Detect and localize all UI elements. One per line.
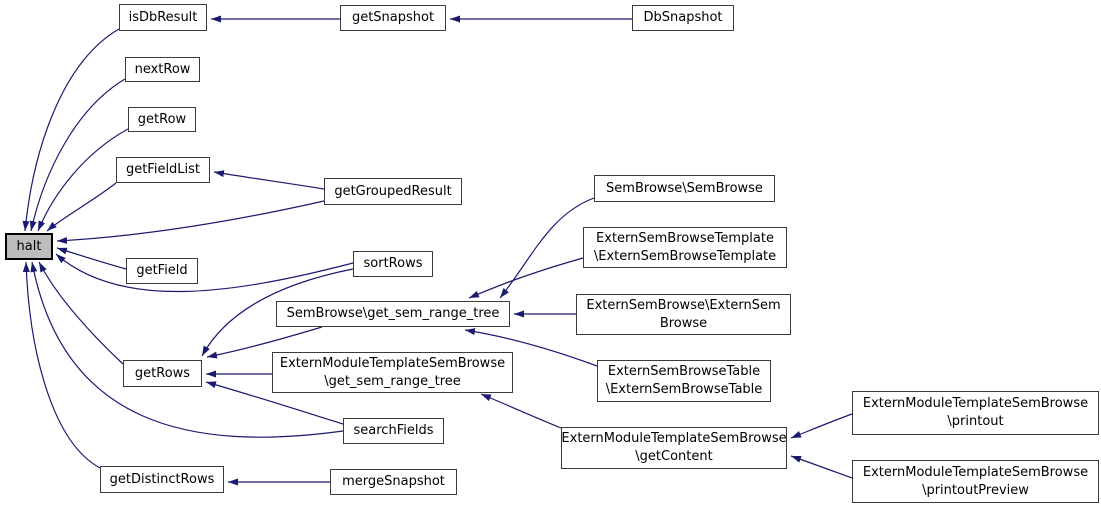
- edge-semGetTree-getRows: [206, 326, 323, 359]
- edge-nextRow-halt: [29, 78, 126, 232]
- graph-node-printout[interactable]: ExternModuleTemplateSemBrowse \printout: [852, 391, 1099, 435]
- graph-node-label: getRows: [134, 365, 191, 381]
- edge-isDbResult-halt: [22, 28, 120, 232]
- graph-node-label: isDbResult: [128, 9, 198, 25]
- graph-node-label: \printoutPreview: [922, 482, 1029, 498]
- graph-node-label: nextRow: [134, 61, 191, 77]
- edge-getField-halt: [56, 247, 127, 270]
- graph-node-label: getFieldList: [125, 162, 201, 177]
- graph-node-isDbResult[interactable]: isDbResult: [119, 4, 207, 31]
- graph-node-DbSnapshot[interactable]: DbSnapshot: [632, 5, 734, 31]
- edge-searchFields-getRows: [205, 381, 344, 425]
- edge-semBrowseCtor-semGetTree: [499, 197, 595, 299]
- graph-node-label: SemBrowse\get_sem_range_tree: [286, 306, 500, 321]
- graph-node-label: getSnapshot: [351, 10, 435, 25]
- edge-extSemTplCtor-semGetTree: [468, 257, 584, 299]
- edge-extSemTableCtor-semGetTree: [464, 328, 598, 367]
- graph-node-extGetTree[interactable]: ExternModuleTemplateSemBrowse \get_sem_ra…: [272, 352, 513, 393]
- graph-node-label: searchFields: [353, 423, 434, 438]
- graph-node-mergeSnapshot[interactable]: mergeSnapshot: [330, 469, 457, 495]
- graph-node-label: mergeSnapshot: [342, 474, 445, 489]
- graph-node-label: \get_sem_range_tree: [324, 373, 461, 389]
- graph-node-extSemTableCtor[interactable]: ExternSemBrowseTable \ExternSemBrowseTabl…: [597, 360, 771, 402]
- graph-node-label: getGroupedResult: [334, 183, 452, 199]
- graph-node-label: SemBrowse\SemBrowse: [606, 180, 763, 196]
- graph-node-getFieldList[interactable]: getFieldList: [116, 157, 210, 183]
- edge-getGroupedResult-getFieldList: [213, 170, 325, 190]
- graph-node-label: \ExternSemBrowseTemplate: [593, 248, 777, 264]
- graph-node-getRows[interactable]: getRows: [123, 360, 202, 387]
- graph-node-label: DbSnapshot: [643, 10, 723, 25]
- graph-node-label: \printout: [947, 414, 1004, 429]
- edge-getDistinctRows-halt: [22, 261, 101, 469]
- graph-node-label: getDistinctRows: [109, 471, 215, 487]
- graph-node-label: Browse: [659, 315, 708, 331]
- graph-node-getSnapshot[interactable]: getSnapshot: [340, 5, 446, 31]
- edge-getGroupedResult-halt: [56, 200, 325, 244]
- graph-node-searchFields[interactable]: searchFields: [343, 418, 444, 444]
- edge-sortRows-halt: [55, 253, 354, 293]
- graph-node-nextRow[interactable]: nextRow: [125, 57, 200, 82]
- edge-printout-getContent: [790, 413, 853, 439]
- graph-node-halt: halt: [5, 233, 53, 260]
- graph-node-label: ExternModuleTemplateSemBrowse: [561, 431, 787, 446]
- graph-node-label: ExternModuleTemplateSemBrowse: [862, 464, 1089, 480]
- graph-node-getDistinctRows[interactable]: getDistinctRows: [100, 466, 224, 493]
- edge-getFieldList-halt: [46, 182, 117, 232]
- graph-node-label: ExternModuleTemplateSemBrowse: [862, 396, 1089, 411]
- graph-node-getGroupedResult[interactable]: getGroupedResult: [324, 178, 462, 205]
- edge-printoutPreview-getContent: [790, 455, 853, 479]
- graph-node-label: ExternSemBrowseTable: [607, 364, 761, 379]
- edge-searchFields-halt: [30, 261, 344, 438]
- graph-node-getField[interactable]: getField: [126, 258, 198, 284]
- graph-node-sortRows[interactable]: sortRows: [353, 251, 433, 277]
- graph-node-label: getRow: [137, 111, 187, 127]
- graph-node-extSemTplCtor[interactable]: ExternSemBrowseTemplate \ExternSemBrowseT…: [583, 227, 787, 268]
- graph-node-label: \getContent: [635, 449, 713, 464]
- graph-node-semGetTree[interactable]: SemBrowse\get_sem_range_tree: [276, 301, 510, 327]
- graph-node-label: ExternSemBrowse\ExternSem: [586, 297, 781, 313]
- graph-node-label: \ExternSemBrowseTable: [605, 382, 763, 397]
- graph-node-getRow[interactable]: getRow: [128, 107, 196, 132]
- graph-node-semBrowseCtor[interactable]: SemBrowse\SemBrowse: [594, 175, 775, 202]
- graph-node-printoutPreview[interactable]: ExternModuleTemplateSemBrowse \printoutPr…: [852, 460, 1099, 503]
- graph-node-label: ExternModuleTemplateSemBrowse: [279, 355, 506, 371]
- graph-node-label: sortRows: [363, 256, 423, 271]
- graph-node-getContent[interactable]: ExternModuleTemplateSemBrowse \getContent: [561, 427, 787, 469]
- graph-node-label: ExternSemBrowseTemplate: [596, 230, 774, 246]
- edge-sortRows-getRows: [201, 268, 354, 357]
- edge-group: [22, 15, 853, 486]
- graph-node-label: getField: [136, 263, 188, 278]
- graph-node-label: halt: [16, 238, 42, 254]
- edge-getContent-extGetTree: [480, 393, 562, 429]
- edge-getRow-halt: [37, 128, 129, 232]
- edge-getRows-halt: [38, 261, 124, 365]
